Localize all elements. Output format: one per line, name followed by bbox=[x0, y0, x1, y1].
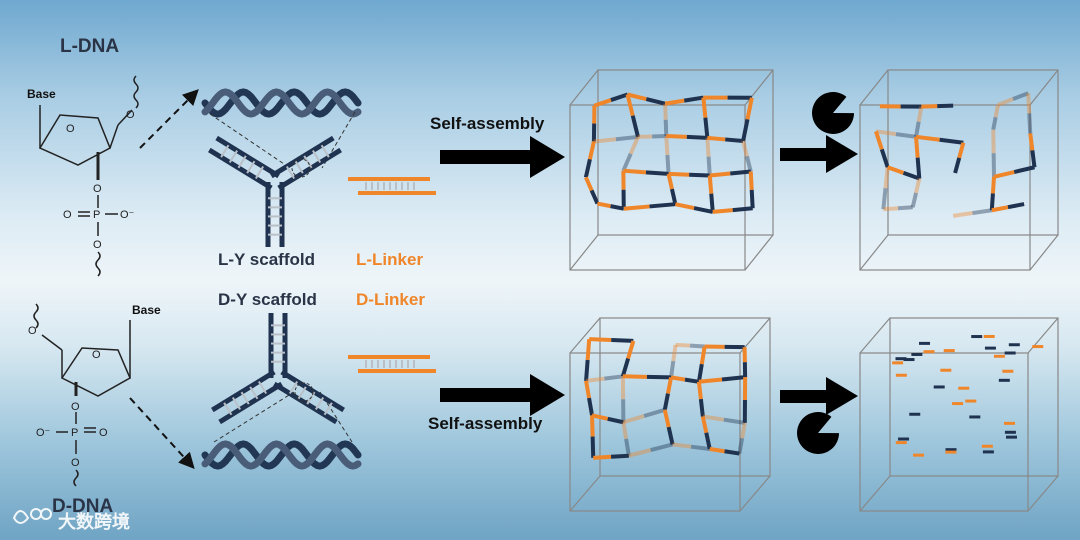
self-assembly-label-bottom: Self-assembly bbox=[428, 414, 543, 433]
d-double-bond-oxygen: O bbox=[99, 427, 108, 439]
l-linker-shape bbox=[348, 177, 436, 195]
d-dna-helix bbox=[201, 440, 362, 470]
digestion-arrow-bottom bbox=[780, 377, 858, 415]
l-dna-helix bbox=[201, 88, 362, 118]
d-dna-sugar-structure bbox=[33, 303, 131, 487]
self-assembly-label-top: Self-assembly bbox=[430, 114, 545, 133]
d-y-scaffold-label: D-Y scaffold bbox=[218, 290, 317, 309]
l-dna-title: L-DNA bbox=[60, 36, 120, 57]
charged-oxygen: O⁻ bbox=[120, 209, 135, 221]
sugar-oxygen-5: O bbox=[126, 109, 135, 121]
d-linker-label: D-Linker bbox=[356, 290, 425, 309]
d-hydrogel-box-before bbox=[569, 317, 771, 512]
pacman-enzyme-icon bbox=[797, 411, 840, 454]
l-y-scaffold-shape bbox=[208, 135, 342, 247]
d-charged-oxygen: O⁻ bbox=[36, 427, 51, 439]
d-dna-title: D-DNA bbox=[52, 496, 114, 517]
d-y-scaffold-shape bbox=[211, 313, 345, 425]
l-linker-label: L-Linker bbox=[356, 250, 424, 269]
top-dashed-arrow bbox=[139, 89, 199, 149]
l-y-scaffold-label: L-Y scaffold bbox=[218, 250, 315, 269]
l-hydrogel-box-after bbox=[859, 69, 1059, 271]
top-guide-left bbox=[209, 113, 291, 169]
l-dna-sugar-structure bbox=[38, 75, 139, 277]
self-assembly-arrow-top bbox=[440, 136, 565, 178]
d-phosphorus: P bbox=[71, 427, 78, 439]
l-hydrogel-box-before bbox=[569, 69, 774, 271]
top-guide-right bbox=[321, 111, 356, 169]
digestion-arrow-top bbox=[780, 135, 858, 173]
watermark-logo-icon bbox=[12, 508, 52, 524]
phosphate-oxygen-lower: O bbox=[93, 239, 102, 251]
self-assembly-arrow-bottom bbox=[440, 374, 565, 416]
base-label-top: Base bbox=[27, 87, 56, 101]
base-label-bottom: Base bbox=[132, 303, 161, 317]
double-bond-oxygen: O bbox=[63, 209, 72, 221]
d-sugar-oxygen-5: O bbox=[28, 325, 37, 337]
phosphate-oxygen: O bbox=[93, 183, 102, 195]
phosphorus: P bbox=[93, 209, 100, 221]
d-phosphate-oxygen-lower: O bbox=[71, 457, 80, 469]
bottom-guide-left bbox=[213, 391, 295, 443]
d-linker-shape bbox=[348, 355, 436, 373]
sugar-oxygen: O bbox=[66, 123, 75, 135]
bottom-dashed-arrow bbox=[129, 397, 195, 469]
pacman-enzyme-icon bbox=[812, 91, 855, 134]
d-hydrogel-box-digested bbox=[859, 317, 1059, 512]
d-phosphate-oxygen: O bbox=[71, 401, 80, 413]
watermark-text: 大数跨境 bbox=[58, 512, 130, 532]
d-sugar-oxygen: O bbox=[92, 349, 101, 361]
